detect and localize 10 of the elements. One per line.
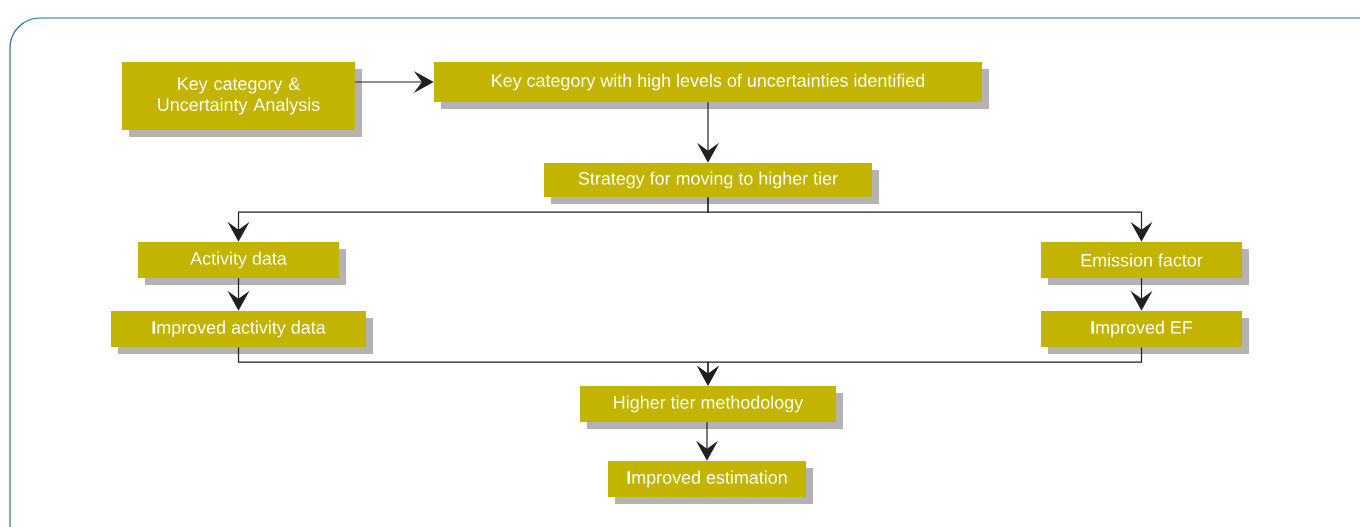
process-box: Higher tier methodology	[580, 386, 843, 429]
process-box: Improved EF	[1041, 311, 1249, 354]
process-box: Improved activity data	[111, 311, 373, 354]
process-box: Activity data	[138, 242, 346, 285]
process-box: Improved estimation	[608, 461, 813, 504]
arrow	[707, 196, 1153, 242]
process-box: Key category with high levels of uncertainties identified	[434, 62, 989, 109]
process-box: Emission factor	[1041, 242, 1249, 285]
process-box: Key category & Uncertainty Analysis	[122, 62, 362, 137]
process-box: Strategy for moving to higher tier	[544, 163, 879, 204]
